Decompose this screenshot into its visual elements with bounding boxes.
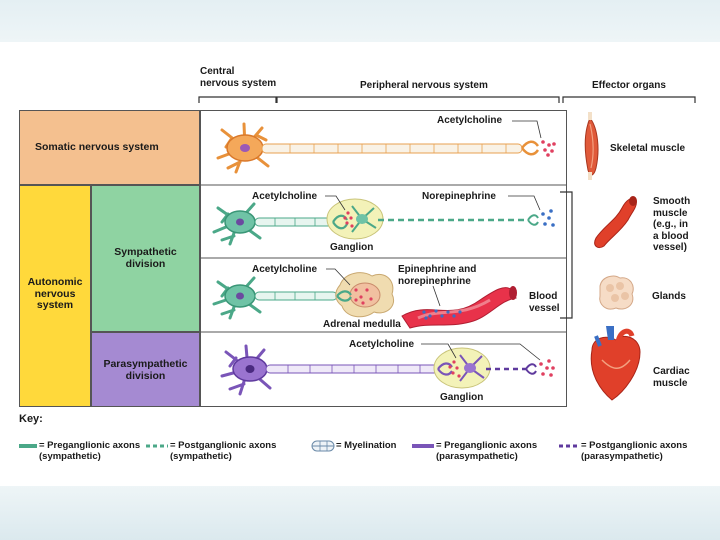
key-item-post-symp: = Postganglionic axons (sympathetic)	[170, 440, 277, 462]
smooth-muscle-icon	[594, 196, 637, 249]
para-pre-neuron	[220, 344, 439, 396]
smooth-muscle-label: Smooth muscle (e.g., in a blood vessel)	[653, 196, 691, 253]
bottom-background-band	[0, 486, 720, 540]
pns-header: Peripheral nervous system	[360, 80, 488, 91]
key-item-post-para: = Postganglionic axons (parasympathetic)	[581, 440, 688, 462]
somatic-ach-label: Acetylcholine	[437, 115, 503, 126]
skeletal-muscle-icon	[584, 112, 599, 180]
key-swatches	[19, 440, 579, 452]
symp-ach-label: Acetylcholine	[252, 191, 318, 202]
blood-vessel	[401, 286, 517, 329]
key-title: Key:	[19, 413, 43, 425]
effector-header: Effector organs	[592, 80, 666, 91]
somatic-box	[19, 110, 200, 185]
adrenal-medulla	[335, 272, 394, 318]
cardiac-muscle-icon	[590, 326, 641, 401]
adrenal-ach-label: Acetylcholine	[252, 264, 318, 275]
symp-adrenal-neuron	[212, 276, 338, 320]
top-background-band	[0, 0, 720, 42]
somatic-label: Somatic nervous system	[35, 141, 159, 153]
parasympathetic-box	[91, 332, 200, 407]
sympathetic-box	[91, 185, 200, 332]
skeletal-muscle-label: Skeletal muscle	[610, 143, 686, 154]
norepinephrine-label: Norepinephrine	[422, 191, 496, 202]
norepinephrine-dots-1	[541, 209, 555, 227]
para-ganglion-label: Ganglion	[440, 392, 484, 403]
glands-label: Glands	[652, 291, 686, 302]
key-item-myelination: = Myelination	[336, 440, 397, 451]
symp-ganglion	[326, 198, 384, 240]
para-ach-label: Acetylcholine	[349, 339, 415, 350]
symp-ganglion-label: Ganglion	[330, 242, 374, 253]
epinephrine-label: Epinephrine and norepinephrine	[398, 264, 477, 287]
cardiac-muscle-label: Cardiac muscle	[653, 366, 690, 389]
pns-bracket	[276, 96, 560, 103]
parasympathetic-label: Parasympathetic division	[103, 358, 188, 382]
somatic-neuron	[216, 122, 540, 174]
cns-header: Central nervous system	[200, 66, 277, 89]
para-ganglion	[433, 347, 491, 389]
adrenal-medulla-label: Adrenal medulla	[323, 319, 401, 330]
cns-bracket	[198, 96, 277, 103]
glands-icon	[599, 275, 634, 310]
autonomic-box	[19, 185, 91, 407]
effector-bracket	[562, 96, 696, 103]
key-item-pre-para: = Preganglionic axons (parasympathetic)	[436, 440, 538, 462]
para-ach-dots	[539, 359, 555, 377]
symp-pre-neuron	[212, 202, 334, 246]
key-item-pre-symp: = Preganglionic axons (sympathetic)	[39, 440, 141, 462]
autonomic-label: Autonomic nervous system	[27, 276, 83, 311]
sympathetic-label: Sympathetic division	[114, 246, 177, 270]
epinephrine-dots	[422, 309, 462, 320]
smooth-glands-bracket	[560, 191, 573, 319]
somatic-ach-dots	[541, 140, 556, 157]
blood-vessel-label: Blood vessel	[529, 291, 560, 314]
